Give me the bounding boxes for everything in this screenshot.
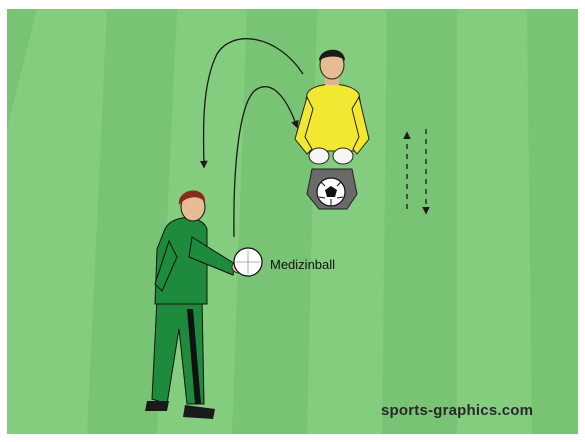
training-pitch (7, 9, 578, 434)
football-icon (317, 178, 345, 206)
pitch-stripes (7, 9, 578, 434)
watermark: sports-graphics.com (381, 402, 533, 419)
medicine-ball-label: Medizinball (270, 257, 335, 272)
medicine-ball-icon (234, 248, 262, 276)
